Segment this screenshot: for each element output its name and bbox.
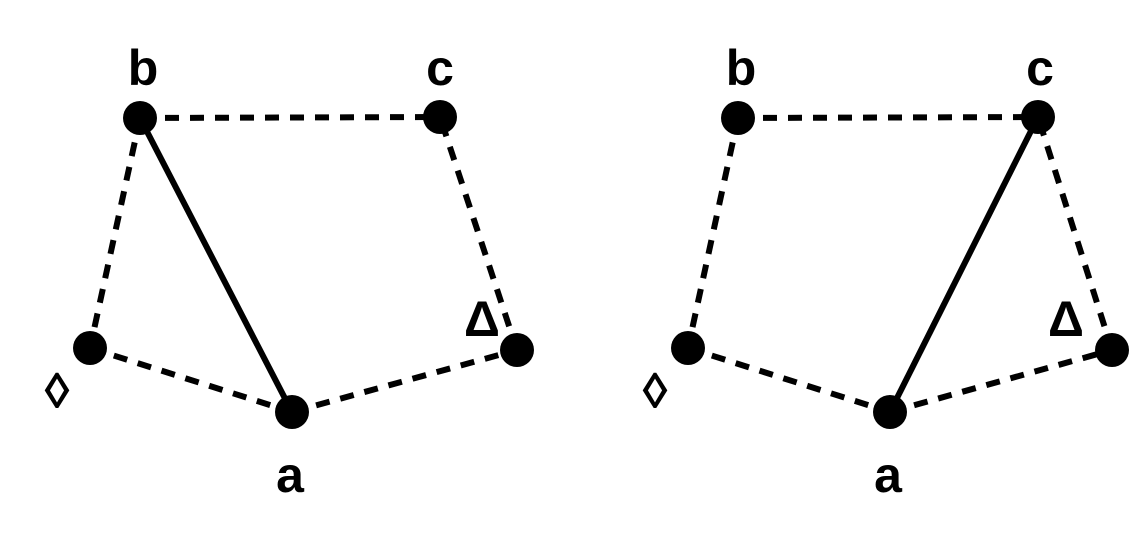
node-label-diamond: ◊ <box>643 363 668 419</box>
edge-b-diamond-dashed <box>685 117 741 349</box>
node-diamond <box>671 331 705 365</box>
node-label-a: a <box>276 447 305 503</box>
edge-diamond-a-dashed <box>687 345 891 415</box>
edge-c-a-solid <box>887 115 1041 414</box>
node-c <box>1021 100 1055 134</box>
node-b <box>123 101 157 135</box>
edge-b-c-dashed <box>139 114 441 121</box>
edge-triangle-c-dashed <box>437 116 520 351</box>
edge-triangle-c-dashed <box>1035 116 1115 351</box>
left-graph: b c ◊ a Δ <box>45 40 534 503</box>
node-label-b: b <box>726 40 757 96</box>
node-c <box>423 100 457 134</box>
node-label-triangle: Δ <box>1048 291 1084 347</box>
edge-b-a-solid <box>137 116 295 414</box>
node-label-triangle: Δ <box>464 291 500 347</box>
node-label-b: b <box>128 40 159 96</box>
right-graph: b c ◊ a Δ <box>643 40 1129 503</box>
node-label-a: a <box>874 447 903 503</box>
node-label-c: c <box>1026 40 1054 96</box>
node-a <box>275 395 309 429</box>
node-triangle <box>500 333 534 367</box>
edge-a-triangle-dashed <box>889 347 1113 415</box>
edge-b-c-dashed <box>737 114 1039 121</box>
edge-b-diamond-dashed <box>87 117 143 349</box>
node-label-diamond: ◊ <box>45 363 70 419</box>
edge-a-triangle-dashed <box>291 347 518 415</box>
node-a <box>873 395 907 429</box>
node-label-c: c <box>426 40 454 96</box>
node-diamond <box>73 331 107 365</box>
edge-diamond-a-dashed <box>89 345 293 415</box>
node-triangle <box>1095 333 1129 367</box>
node-b <box>721 101 755 135</box>
